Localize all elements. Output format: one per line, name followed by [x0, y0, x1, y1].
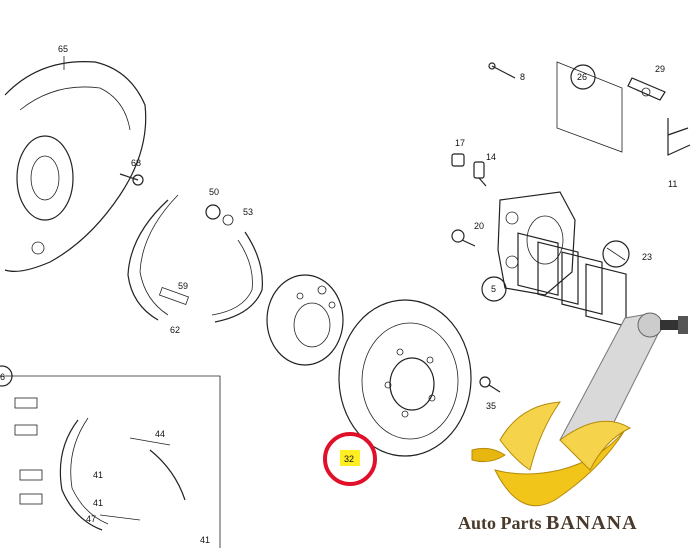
- label-highlight: [340, 450, 360, 466]
- callout-20: 20: [474, 221, 484, 231]
- callout-26: 26: [577, 72, 587, 82]
- callout-29: 29: [655, 64, 665, 74]
- callout-14: 14: [486, 152, 496, 162]
- highlight-ring: [323, 432, 377, 486]
- callout-8: 8: [520, 72, 525, 82]
- callout-32: 32: [344, 454, 354, 464]
- callout-47: 47: [86, 514, 96, 524]
- callout-6: 6: [0, 372, 5, 382]
- brake-caliper: [497, 191, 576, 296]
- callout-23: 23: [642, 252, 652, 262]
- callout-62: 62: [170, 325, 180, 335]
- brake-disc: [338, 299, 472, 457]
- callout-26-ring: [570, 64, 596, 90]
- bolt-35: [479, 376, 501, 393]
- bolt-20: [451, 229, 476, 247]
- brand-watermark: Auto Parts BANANA: [458, 512, 698, 540]
- seal-23: [602, 240, 630, 268]
- pin-8: [488, 62, 516, 79]
- adjuster-50: [205, 204, 234, 226]
- spring-clip-11: [667, 118, 691, 156]
- cap-17: [451, 153, 465, 167]
- brand-name: BANANA: [546, 512, 638, 534]
- callout-41-a: 41: [93, 470, 103, 480]
- callout-53: 53: [243, 207, 253, 217]
- bolt-68: [119, 173, 144, 186]
- callout-5-ring: [481, 276, 507, 302]
- brand-prefix: Auto Parts: [458, 513, 546, 533]
- sensor-29: [627, 77, 666, 101]
- callout-41-b: 41: [93, 498, 103, 508]
- bleed-screw-14: [473, 161, 487, 187]
- callout-44: 44: [155, 429, 165, 439]
- backing-plate: [4, 56, 147, 272]
- callout-50: 50: [209, 187, 219, 197]
- callout-59: 59: [178, 281, 188, 291]
- callout-5: 5: [491, 284, 496, 294]
- shoe-kit-box: [0, 365, 221, 548]
- wheel-hub: [266, 274, 344, 366]
- brake-pads: [517, 61, 627, 327]
- parking-brake-shoe: [127, 194, 263, 323]
- callout-41-c: 41: [200, 535, 210, 545]
- banana-logo-icon: [471, 401, 632, 507]
- callout-65: 65: [58, 44, 68, 54]
- callout-17: 17: [455, 138, 465, 148]
- callout-35: 35: [486, 401, 496, 411]
- callout-11: 11: [668, 179, 677, 189]
- callout-68: 68: [131, 158, 141, 168]
